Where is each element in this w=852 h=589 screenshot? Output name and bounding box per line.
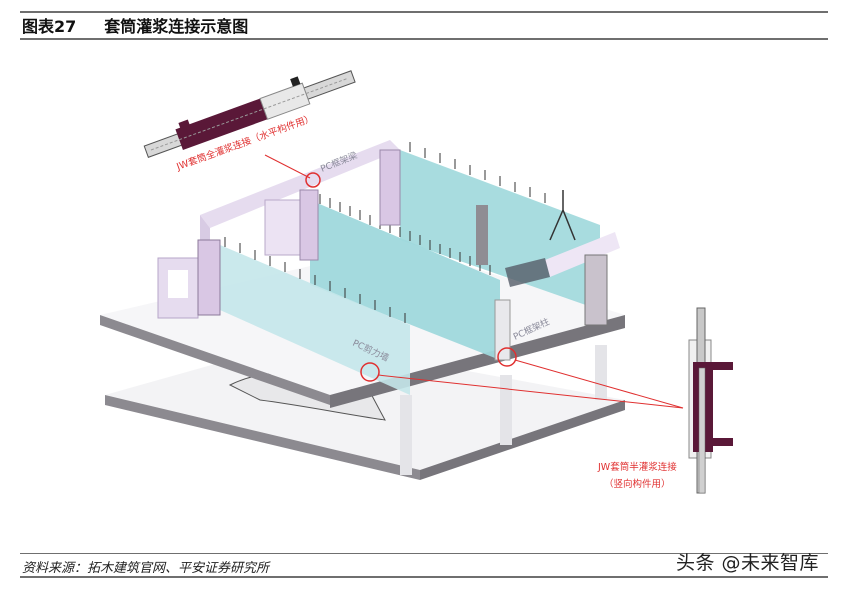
callout-line: [514, 359, 684, 409]
source-note: 资料来源：拓木建筑官网、平安证券研究所: [22, 561, 270, 576]
horizontal-sleeve-detail: [143, 70, 356, 158]
top-rule: [20, 11, 828, 13]
pc-frame-column: [494, 299, 511, 361]
front-shear-wall: [220, 245, 410, 395]
vertical-connection-label-2: （竖向构件用）: [604, 478, 671, 490]
vertical-connection-label-1: JW套筒半灌浆连接: [597, 461, 677, 473]
figure-title: 套筒灌浆连接示意图: [104, 17, 249, 36]
grey-column: [476, 205, 488, 265]
figure-header: 图表27 套筒灌浆连接示意图: [22, 13, 248, 37]
lower-column: [400, 395, 412, 475]
watermark: 头条 @未来智库: [676, 552, 820, 574]
footer-bottom-rule: [20, 576, 828, 578]
callout-circle-column: [497, 347, 517, 367]
callout-line: [377, 374, 684, 409]
vertical-sleeve-detail: [688, 307, 733, 494]
right-beam-and-column: [505, 190, 620, 326]
callout-circle-wall: [360, 362, 380, 382]
lower-column: [500, 375, 512, 445]
pc-shear-wall: [310, 200, 500, 360]
figure-number: 图表27: [22, 17, 77, 36]
rebar-ticks: [224, 142, 546, 323]
footer-top-rule: [20, 553, 828, 554]
lower-column: [595, 345, 607, 400]
header-bottom-rule: [20, 38, 828, 40]
sleeve-grouting-diagram: JW套筒全灌浆连接（水平构件用） PC框架梁 PC剪力墙 PC框架柱 JW套筒半…: [100, 70, 733, 494]
callout-line: [264, 154, 311, 179]
left-frame: [157, 239, 221, 319]
callout-circle-beam: [305, 172, 321, 188]
